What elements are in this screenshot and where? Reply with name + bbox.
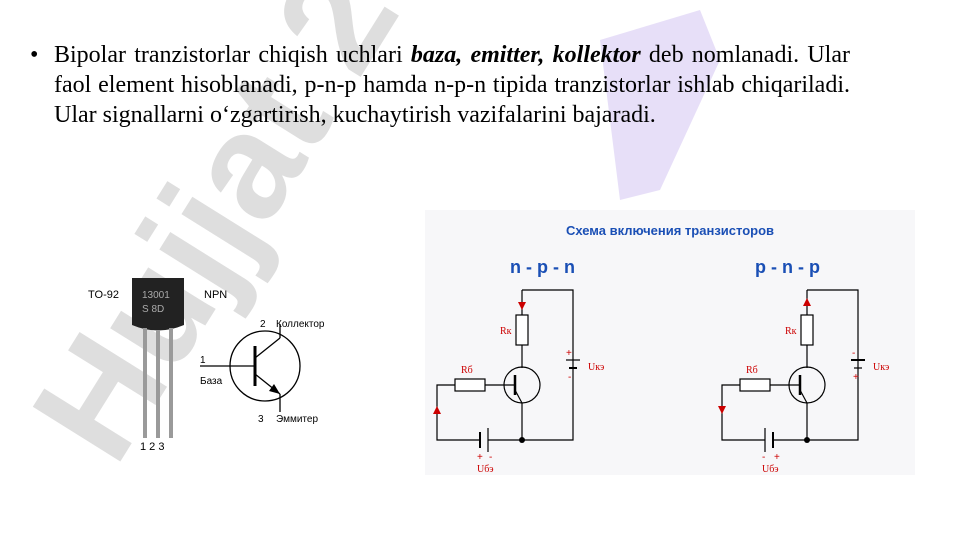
npn-base-arrow-icon xyxy=(433,406,441,414)
npn-uke-label: Uкэ xyxy=(588,362,604,373)
base-label: База xyxy=(200,376,223,387)
marking-line2: S 8D xyxy=(142,304,164,315)
npn-node xyxy=(519,437,525,443)
npn-circuit xyxy=(436,289,580,452)
text-before: Bipolar tranzistorlar chiqish uchlari xyxy=(54,42,411,68)
pnp-rb-label: Rб xyxy=(746,365,758,376)
emitter-arrow-icon xyxy=(269,384,280,394)
npn-ube-label: Uбэ xyxy=(477,464,494,475)
marking-line1: 13001 xyxy=(142,290,170,301)
circuits-figure: Схема включения транзисторов n - p - n p… xyxy=(425,210,915,475)
bullet-text: Bipolar tranzistorlar chiqish uchlari ba… xyxy=(54,40,850,130)
lead-1 xyxy=(143,328,147,438)
transistor-figure: TO-92 NPN 13001 S 8D 1 2 3 2 Коллектор 1… xyxy=(88,278,325,453)
collector-line xyxy=(254,337,281,359)
pin1-number: 1 xyxy=(200,355,206,366)
npn-uke-minus: - xyxy=(568,372,571,383)
emitter-label: Эммитер xyxy=(276,414,318,425)
npn-ube-plus: + xyxy=(477,452,483,463)
pnp-ube-minus: - xyxy=(762,452,765,463)
lead-3 xyxy=(169,328,173,438)
pin-numbers: 1 2 3 xyxy=(140,441,164,453)
bullet-marker: • xyxy=(30,42,39,68)
pnp-ube-plus: + xyxy=(774,452,780,463)
pnp-circuit xyxy=(721,289,865,452)
pnp-rk-label: Rк xyxy=(785,326,797,337)
npn-uke-plus: + xyxy=(566,348,572,359)
npn-ube-minus: - xyxy=(489,452,492,463)
transistor-body xyxy=(132,278,184,331)
bullet-paragraph: • Bipolar tranzistorlar chiqish uchlari … xyxy=(30,40,850,130)
collector-label: Коллектор xyxy=(276,319,325,330)
type-label: NPN xyxy=(204,289,227,301)
pnp-base-arrow-icon xyxy=(718,406,726,414)
pnp-uke-minus: - xyxy=(852,348,855,359)
pnp-uke-label: Uкэ xyxy=(873,362,889,373)
pnp-ube-label: Uбэ xyxy=(762,464,779,475)
npn-heading: n - p - n xyxy=(510,257,575,277)
lead-2 xyxy=(156,330,160,438)
npn-rb-label: Rб xyxy=(461,365,473,376)
pnp-collector-arrow-icon xyxy=(803,298,811,306)
circuits-title: Схема включения транзисторов xyxy=(566,223,774,238)
pin3-number: 3 xyxy=(258,414,264,425)
pin2-number: 2 xyxy=(260,319,266,330)
npn-collector-arrow-icon xyxy=(518,302,526,310)
terms-emphasis: baza, emitter, kollektor xyxy=(410,42,641,68)
text-after: deb nomlanadi. Ular faol element hisobla… xyxy=(54,42,850,128)
npn-rk-label: Rк xyxy=(500,326,512,337)
package-label: TO-92 xyxy=(88,289,119,301)
pnp-uke-plus: + xyxy=(853,372,859,383)
pnp-node xyxy=(804,437,810,443)
pnp-heading: p - n - p xyxy=(755,257,820,277)
